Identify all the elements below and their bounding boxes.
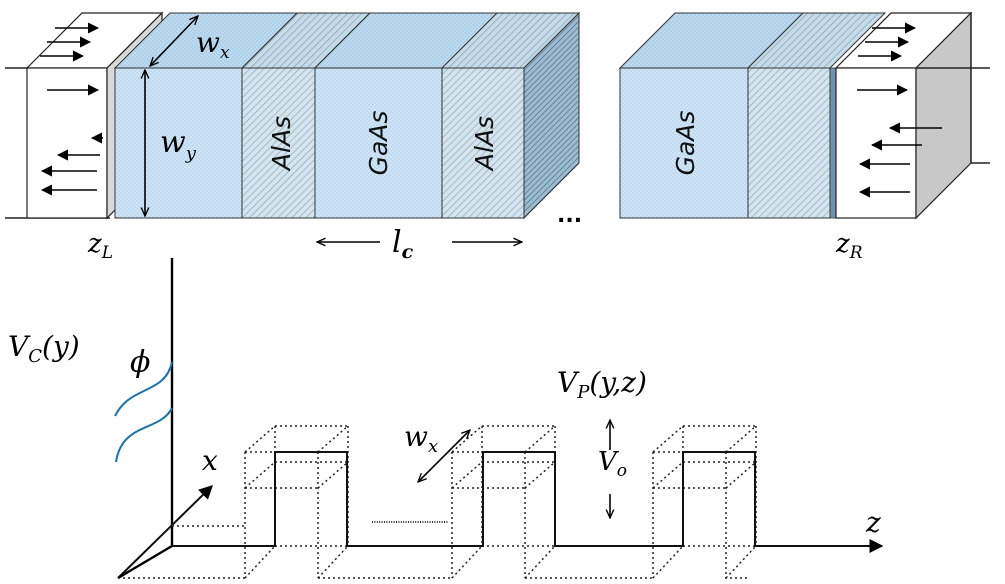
gaas-label-1: GaAs — [364, 111, 393, 176]
barrier-blocks — [244, 425, 757, 579]
gaas-label-2: GaAs — [671, 111, 700, 176]
zr-label: zR — [835, 229, 863, 263]
z-axis-label: z — [865, 506, 881, 539]
wx-potential-arrow — [418, 430, 470, 482]
layer-1-gaas — [114, 67, 243, 219]
wavefunction-curve-1 — [114, 361, 173, 417]
alas-label-1: AlAs — [267, 116, 296, 172]
potential-profile-line — [172, 451, 778, 547]
superlattice-structure: wx wy AlAs GaAs AlAs ... zL lc — [5, 11, 582, 263]
wx-label: wx — [196, 26, 230, 63]
layer-3-gaas — [314, 67, 443, 219]
barrier-box-1 — [244, 425, 349, 579]
right-lead — [834, 11, 973, 220]
vc-label: VC(y) — [8, 330, 80, 367]
wx-potential-label: wx — [404, 420, 438, 457]
x-axis — [117, 485, 214, 579]
layer-2-alas — [241, 67, 316, 219]
superlattice-side-face — [523, 11, 580, 220]
wavefunction-curve-2 — [115, 407, 173, 463]
zl-label: zL — [87, 229, 113, 263]
lc-label: lc — [392, 225, 414, 263]
layer-right-gaas — [619, 67, 749, 219]
alas-label-2: AlAs — [470, 116, 499, 172]
barrier-box-2 — [451, 425, 556, 579]
vp-label: VP(y,z) — [557, 366, 647, 403]
barrier-box-3 — [652, 425, 757, 579]
x-axis-label: x — [202, 444, 218, 477]
vo-label: Vo — [598, 447, 627, 481]
potential-diagram: VC(y) ϕ VP(y,z) wx Vo x z — [8, 258, 884, 580]
ellipsis: ... — [557, 203, 582, 228]
phi-label: ϕ — [130, 345, 150, 380]
wy-label: wy — [160, 125, 197, 164]
layer-right-alas — [747, 67, 831, 219]
superlattice-right-segment: GaAs zR — [618, 11, 990, 263]
wx-dimension-arrow — [150, 16, 198, 66]
